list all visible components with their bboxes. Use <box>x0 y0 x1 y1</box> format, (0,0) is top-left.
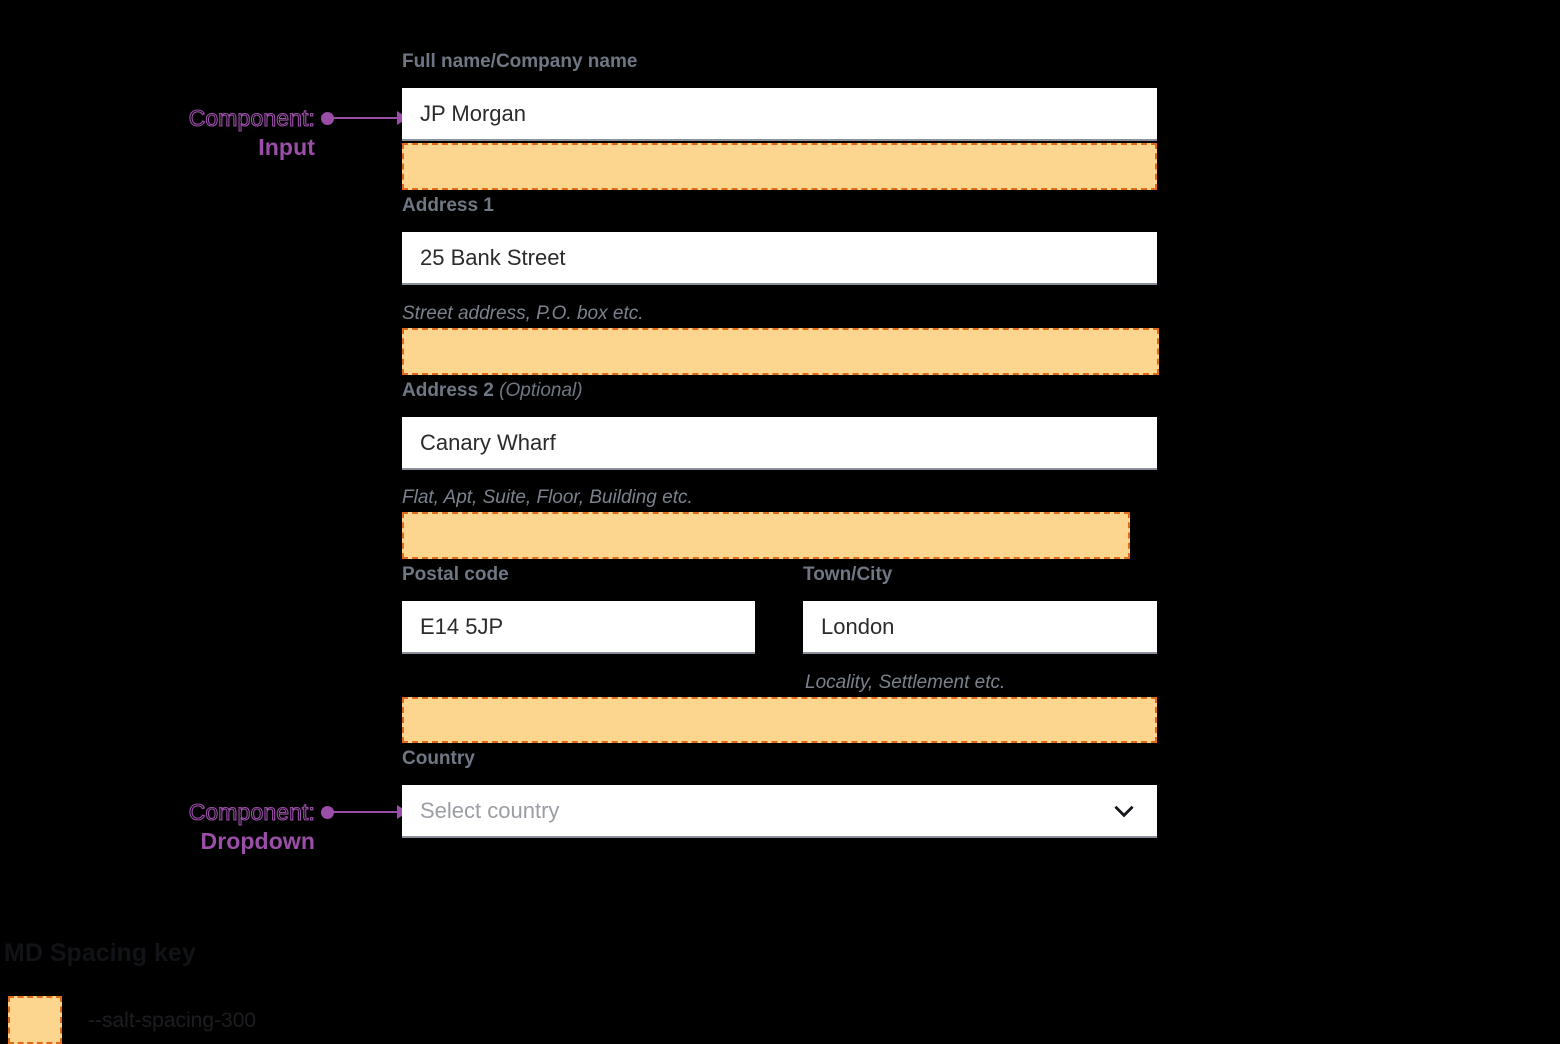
legend-swatch <box>8 996 62 1044</box>
input-address-1[interactable]: 25 Bank Street <box>402 232 1157 285</box>
callout-dropdown: Component: Dropdown <box>100 798 315 856</box>
callout-dropdown-arrow <box>321 805 411 821</box>
label-address-1: Address 1 <box>402 194 494 218</box>
callout-input-prefix: Component: <box>188 104 315 131</box>
spacing-block <box>402 512 1130 559</box>
chevron-down-icon[interactable] <box>1111 798 1137 824</box>
helper-address-2: Flat, Apt, Suite, Floor, Building etc. <box>402 487 693 508</box>
input-town-city[interactable]: London <box>803 601 1157 654</box>
label-postal-code: Postal code <box>402 563 509 587</box>
legend-title: MD Spacing key <box>4 939 196 967</box>
label-text: Full name/Company name <box>402 51 638 72</box>
legend-token-label: --salt-spacing-300 <box>88 1009 257 1032</box>
callout-input: Component: Input <box>120 104 315 162</box>
spacing-block <box>402 328 1159 375</box>
input-address-1-value: 25 Bank Street <box>420 244 566 270</box>
input-address-2-value: Canary Wharf <box>420 429 556 455</box>
label-optional-suffix: (Optional) <box>499 380 583 401</box>
spacing-block <box>402 143 1157 190</box>
dropdown-country-placeholder: Select country <box>420 797 560 823</box>
callout-dropdown-prefix: Component: <box>188 798 315 825</box>
label-town-city: Town/City <box>803 563 892 587</box>
label-address-2: Address 2 (Optional) <box>402 379 583 403</box>
callout-dropdown-name: Dropdown <box>200 828 315 854</box>
label-country: Country <box>402 747 475 771</box>
callout-input-arrow <box>321 111 411 127</box>
callout-line <box>331 811 400 813</box>
input-town-city-value: London <box>821 613 895 639</box>
helper-town-city: Locality, Settlement etc. <box>805 672 1006 693</box>
helper-address-1: Street address, P.O. box etc. <box>402 303 644 324</box>
label-text: Country <box>402 748 475 769</box>
input-address-2[interactable]: Canary Wharf <box>402 417 1157 470</box>
callout-line <box>331 117 400 119</box>
label-text: Postal code <box>402 564 509 585</box>
label-text: Address 1 <box>402 195 494 216</box>
input-full-name-value: JP Morgan <box>420 100 526 126</box>
label-full-name: Full name/Company name <box>402 50 637 74</box>
dropdown-country[interactable]: Select country <box>402 785 1157 838</box>
input-postal-code[interactable]: E14 5JP <box>402 601 755 654</box>
callout-input-name: Input <box>258 134 315 160</box>
input-full-name[interactable]: JP Morgan <box>402 88 1157 141</box>
callout-dot-icon <box>321 112 334 125</box>
spacing-block <box>402 697 1157 743</box>
label-text: Address 2 <box>402 380 494 401</box>
label-text: Town/City <box>803 564 893 585</box>
input-postal-code-value: E14 5JP <box>420 613 504 639</box>
callout-dot-icon <box>321 806 334 819</box>
